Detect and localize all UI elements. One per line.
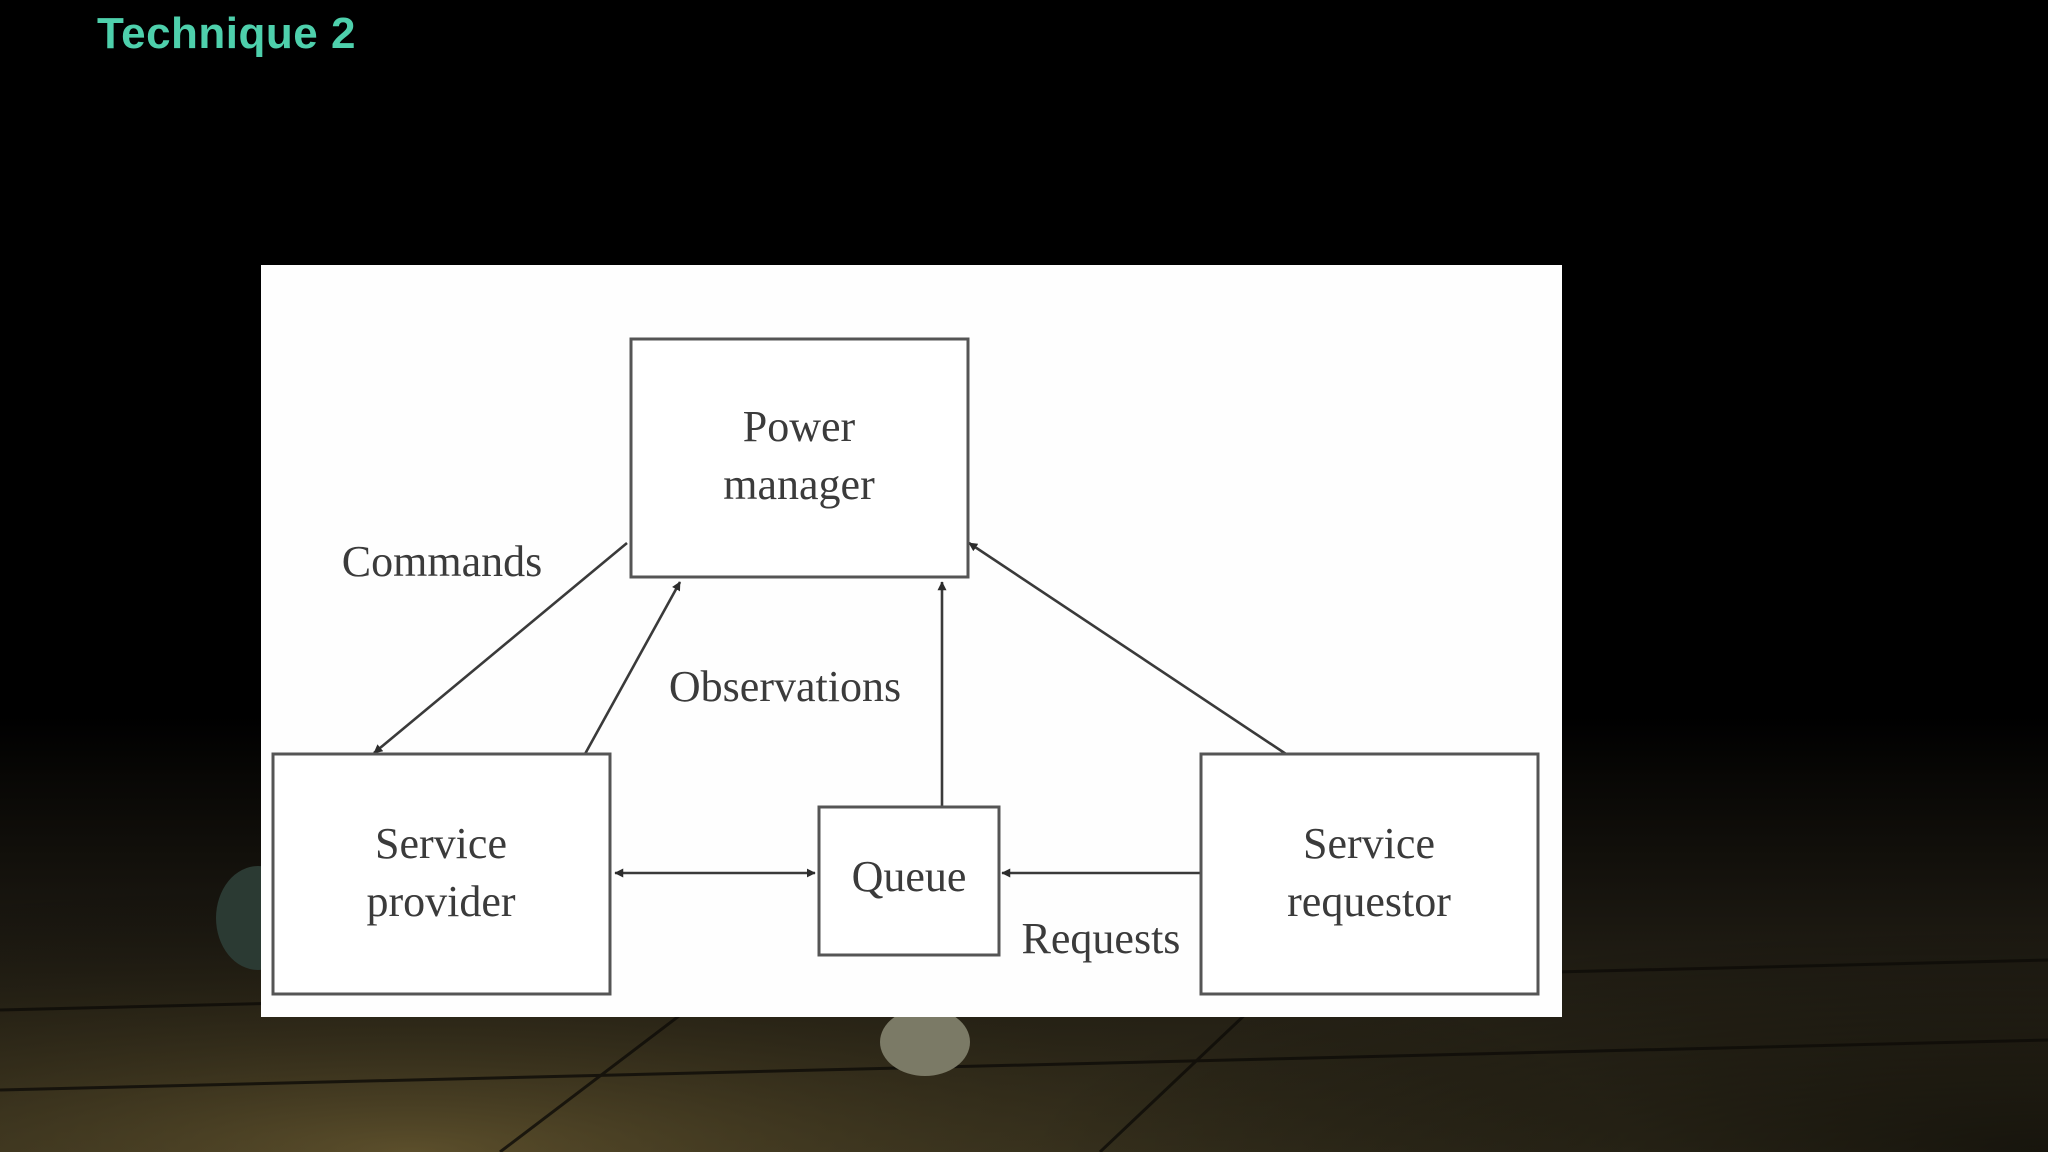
service-provider-label-line2: provider [366, 877, 515, 926]
diagram-figure: Power manager Service provider Queue Ser… [261, 265, 1562, 1017]
slide-title: Technique 2 [97, 9, 356, 58]
observations-arrow-from-provider [583, 581, 682, 755]
service-requestor-label-line2: requestor [1287, 877, 1451, 926]
power-manager-label-line1: Power [743, 402, 856, 451]
service-requestor-node: Service requestor [1199, 752, 1540, 996]
commands-arrow [373, 541, 628, 755]
snail-shell-icon [880, 1008, 970, 1076]
requests-edge-label: Requests [1022, 914, 1181, 963]
power-manager-node: Power manager [629, 337, 970, 579]
diagram-canvas: Power manager Service provider Queue Ser… [271, 337, 1540, 996]
power-manager-label-line2: manager [723, 460, 875, 509]
observations-edge-label: Observations [669, 662, 901, 711]
commands-edge-label: Commands [342, 537, 542, 586]
service-requestor-label-line1: Service [1303, 819, 1435, 868]
service-provider-node: Service provider [271, 752, 612, 996]
service-provider-label-line1: Service [375, 819, 507, 868]
queue-node: Queue [817, 805, 1001, 957]
request-arrow-to-power-manager [968, 541, 1287, 756]
queue-label: Queue [852, 852, 967, 901]
